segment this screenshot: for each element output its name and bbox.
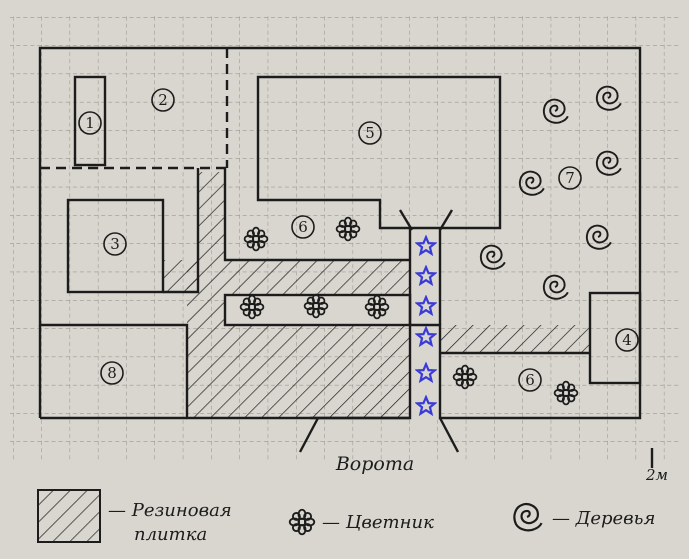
gate-label: Ворота bbox=[335, 453, 414, 475]
zone-3-outline bbox=[66, 198, 165, 294]
zone-label-8: 8 bbox=[100, 361, 124, 385]
legend-flowerbed: — Цветник bbox=[322, 512, 434, 533]
tree-icon bbox=[513, 503, 543, 532]
legend: — Резиновая плитка — Цветник — Деревья bbox=[37, 489, 655, 545]
hatch-icon bbox=[37, 489, 101, 543]
zone-labels: 1 2 3 4 5 6 6 7 8 bbox=[78, 88, 639, 392]
zone-label-6: 6 bbox=[291, 215, 315, 239]
zone-number: 6 bbox=[298, 218, 308, 236]
zone-4-outline bbox=[588, 291, 642, 385]
zone-label-1: 1 bbox=[78, 111, 102, 135]
zone-label-6: 6 bbox=[518, 368, 542, 392]
zone-label-3: 3 bbox=[103, 232, 127, 256]
flower-icon bbox=[288, 508, 316, 536]
zone-number: 5 bbox=[365, 124, 375, 142]
zone-label-7: 7 bbox=[558, 166, 582, 190]
zone-label-2: 2 bbox=[151, 88, 175, 112]
zone-number: 3 bbox=[110, 235, 120, 253]
legend-rubber-tile-2: плитка bbox=[134, 524, 207, 545]
zone-1-outline bbox=[73, 75, 107, 167]
legend-trees: — Деревья bbox=[552, 508, 655, 529]
scale-label: 2м bbox=[645, 466, 668, 484]
zone-number: 8 bbox=[107, 364, 117, 382]
zone-number: 4 bbox=[622, 331, 632, 349]
zone-5-outline bbox=[256, 75, 502, 230]
zone-number: 7 bbox=[565, 169, 575, 187]
legend-rubber-tile-1: — Резиновая bbox=[108, 500, 232, 521]
rubber-tile-areas bbox=[163, 172, 590, 418]
zone-number: 6 bbox=[525, 371, 535, 389]
zone-label-5: 5 bbox=[358, 121, 382, 145]
zone-number: 2 bbox=[158, 91, 168, 109]
zone-label-4: 4 bbox=[615, 328, 639, 352]
zone-number: 1 bbox=[85, 114, 95, 132]
